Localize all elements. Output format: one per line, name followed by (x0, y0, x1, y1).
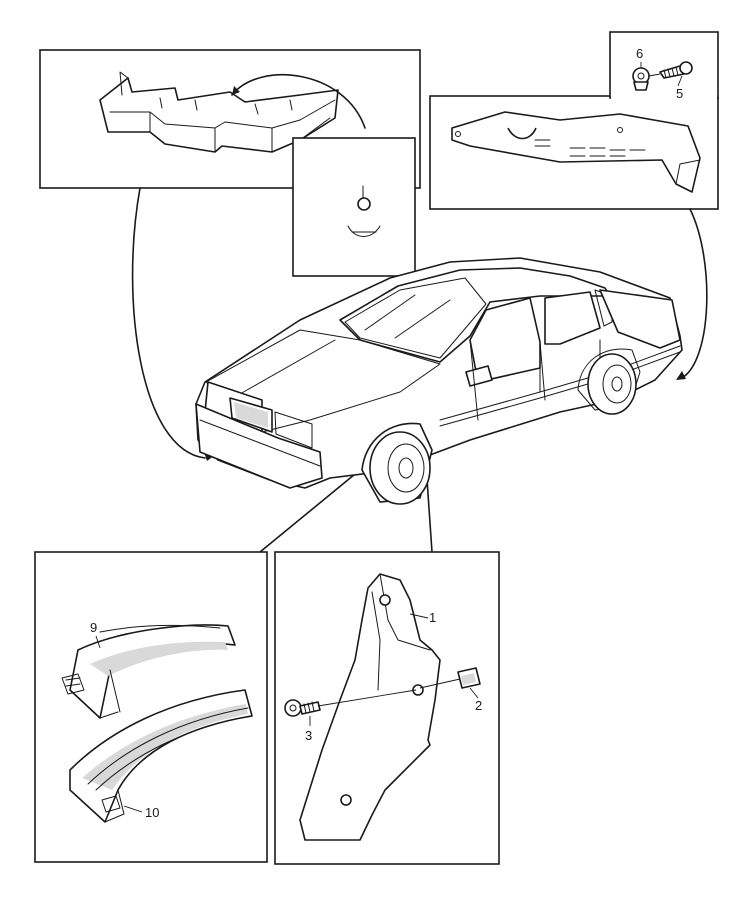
panel-mud-flap (274, 551, 500, 865)
panel-splash-shield (39, 49, 421, 189)
nut-clip-2 (457, 667, 481, 689)
callout-6: 6 (636, 46, 643, 61)
clip-detail-part (347, 185, 381, 237)
callout-1: 1 (429, 610, 436, 625)
shield-arrow (231, 74, 366, 129)
panel-arch-moulding (34, 551, 268, 863)
connector-left (131, 187, 206, 459)
rear-shield-part (451, 111, 701, 193)
moulding-9 (61, 624, 236, 719)
car (195, 257, 683, 505)
panel-rear-shield (429, 31, 719, 210)
callout-2: 2 (475, 698, 482, 713)
mud-flap-1 (299, 573, 441, 841)
moulding-10 (69, 689, 253, 823)
panel-clip-detail (292, 137, 416, 277)
splash-shield-part (99, 71, 339, 153)
screw-5 (659, 61, 693, 79)
connector-wheel-arch (259, 469, 361, 553)
connector-right (681, 208, 708, 379)
callout-3: 3 (305, 728, 312, 743)
screw-3 (284, 699, 321, 717)
clip-6 (632, 67, 650, 91)
callout-10: 10 (145, 805, 159, 820)
callout-9: 9 (90, 620, 97, 635)
callout-5: 5 (676, 86, 683, 101)
